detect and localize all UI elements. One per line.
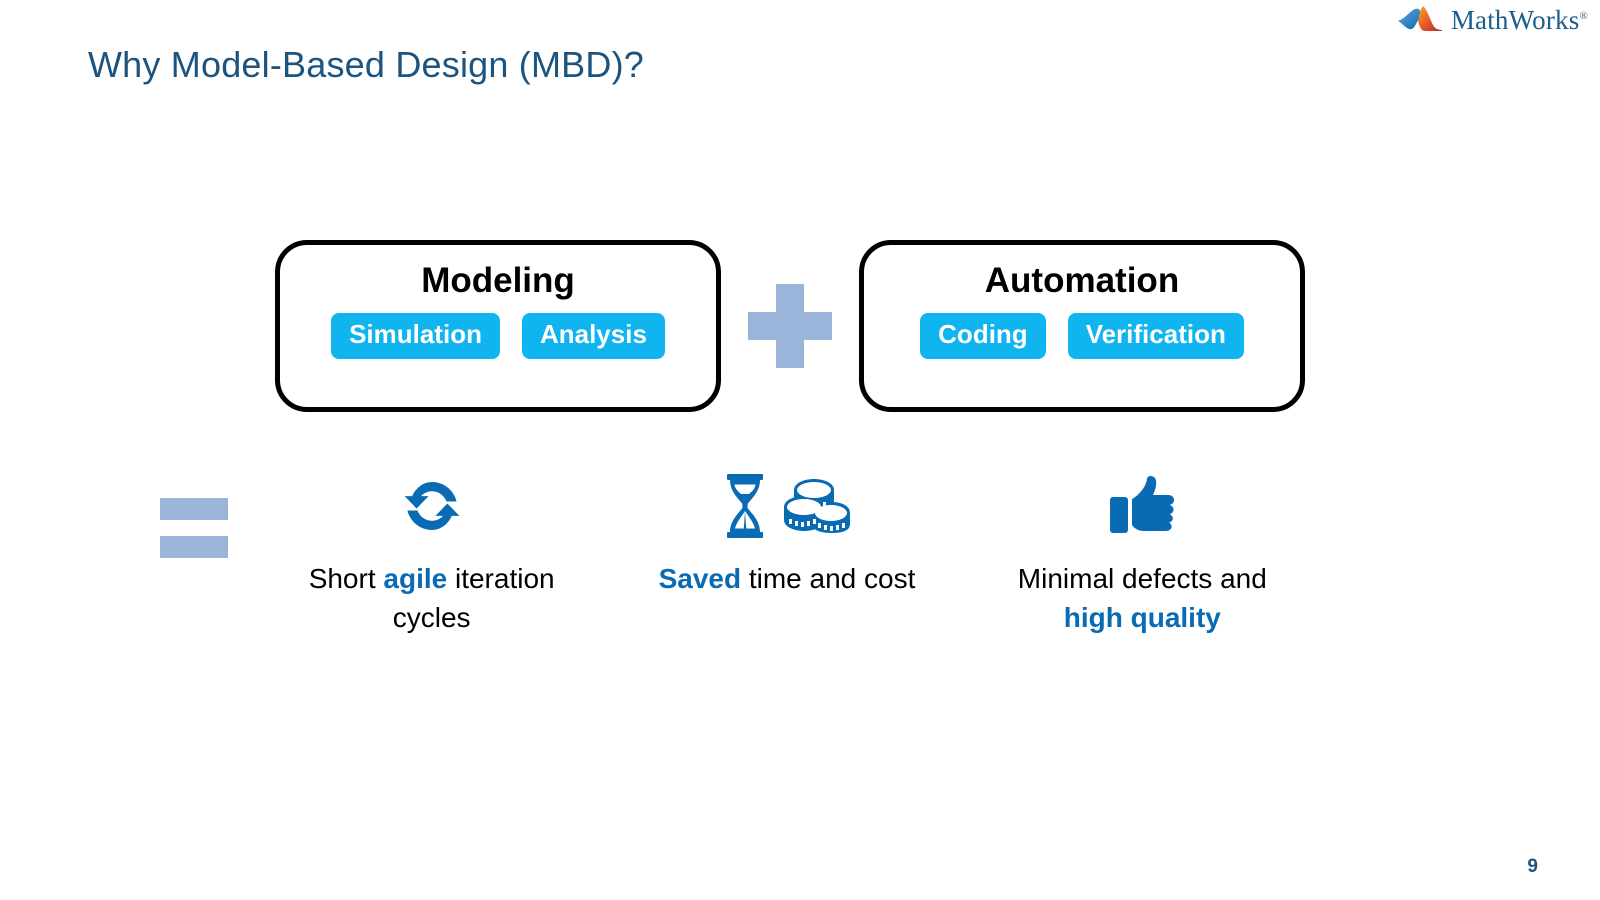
mathworks-wordmark: MathWorks® — [1451, 5, 1588, 36]
coins-icon — [783, 479, 850, 533]
benefit-icon-group — [722, 470, 852, 542]
concept-equation-row: Modeling Simulation Analysis Automation … — [275, 240, 1305, 412]
concept-pill-row: Simulation Analysis — [331, 313, 665, 360]
pill-analysis[interactable]: Analysis — [521, 313, 665, 360]
concept-box-modeling: Modeling Simulation Analysis — [275, 240, 721, 412]
benefit-caption: Short agile iteration cycles — [308, 563, 555, 633]
concept-box-title: Automation — [984, 261, 1180, 300]
benefit-caption: Minimal defects and high quality — [1017, 563, 1267, 633]
plus-operator-icon — [748, 284, 832, 368]
concept-box-title: Modeling — [421, 261, 575, 300]
thumbs-up-icon — [1110, 475, 1175, 533]
benefit-highlight: Saved — [658, 563, 742, 594]
benefit-highlight: agile — [383, 563, 448, 594]
trademark-symbol: ® — [1579, 9, 1588, 22]
sync-refresh-icon — [404, 482, 460, 530]
benefits-row: Short agile iteration cycles — [160, 470, 1320, 637]
benefit-icon-group — [399, 470, 465, 542]
mathworks-membrane-logo — [1397, 6, 1442, 31]
logo-text-label: MathWorks — [1450, 4, 1580, 35]
equals-bottom-bar — [160, 536, 228, 558]
pill-coding[interactable]: Coding — [920, 313, 1046, 360]
benefits-list: Short agile iteration cycles — [254, 470, 1320, 637]
hourglass-icon — [726, 474, 763, 538]
benefit-icon-group — [1106, 470, 1178, 542]
page-number: 9 — [1527, 856, 1538, 877]
concept-pill-row: Coding Verification — [920, 313, 1244, 360]
benefit-highlight: high quality — [1063, 601, 1221, 633]
benefit-caption: Saved time and cost — [658, 563, 916, 594]
pill-verification[interactable]: Verification — [1067, 313, 1244, 360]
benefit-item-time-cost: Saved time and cost — [637, 470, 937, 599]
page-title: Why Model-Based Design (MBD)? — [88, 44, 644, 85]
pill-simulation[interactable]: Simulation — [331, 313, 500, 360]
benefit-item-quality: Minimal defects and high quality — [992, 470, 1292, 637]
plus-vertical-bar — [776, 284, 804, 368]
equals-top-bar — [160, 498, 228, 520]
concept-box-automation: Automation Coding Verification — [859, 240, 1305, 412]
mathworks-logo: MathWorks® — [1397, 4, 1588, 36]
equals-operator-icon — [160, 498, 230, 558]
benefit-item-agile: Short agile iteration cycles — [282, 470, 582, 637]
